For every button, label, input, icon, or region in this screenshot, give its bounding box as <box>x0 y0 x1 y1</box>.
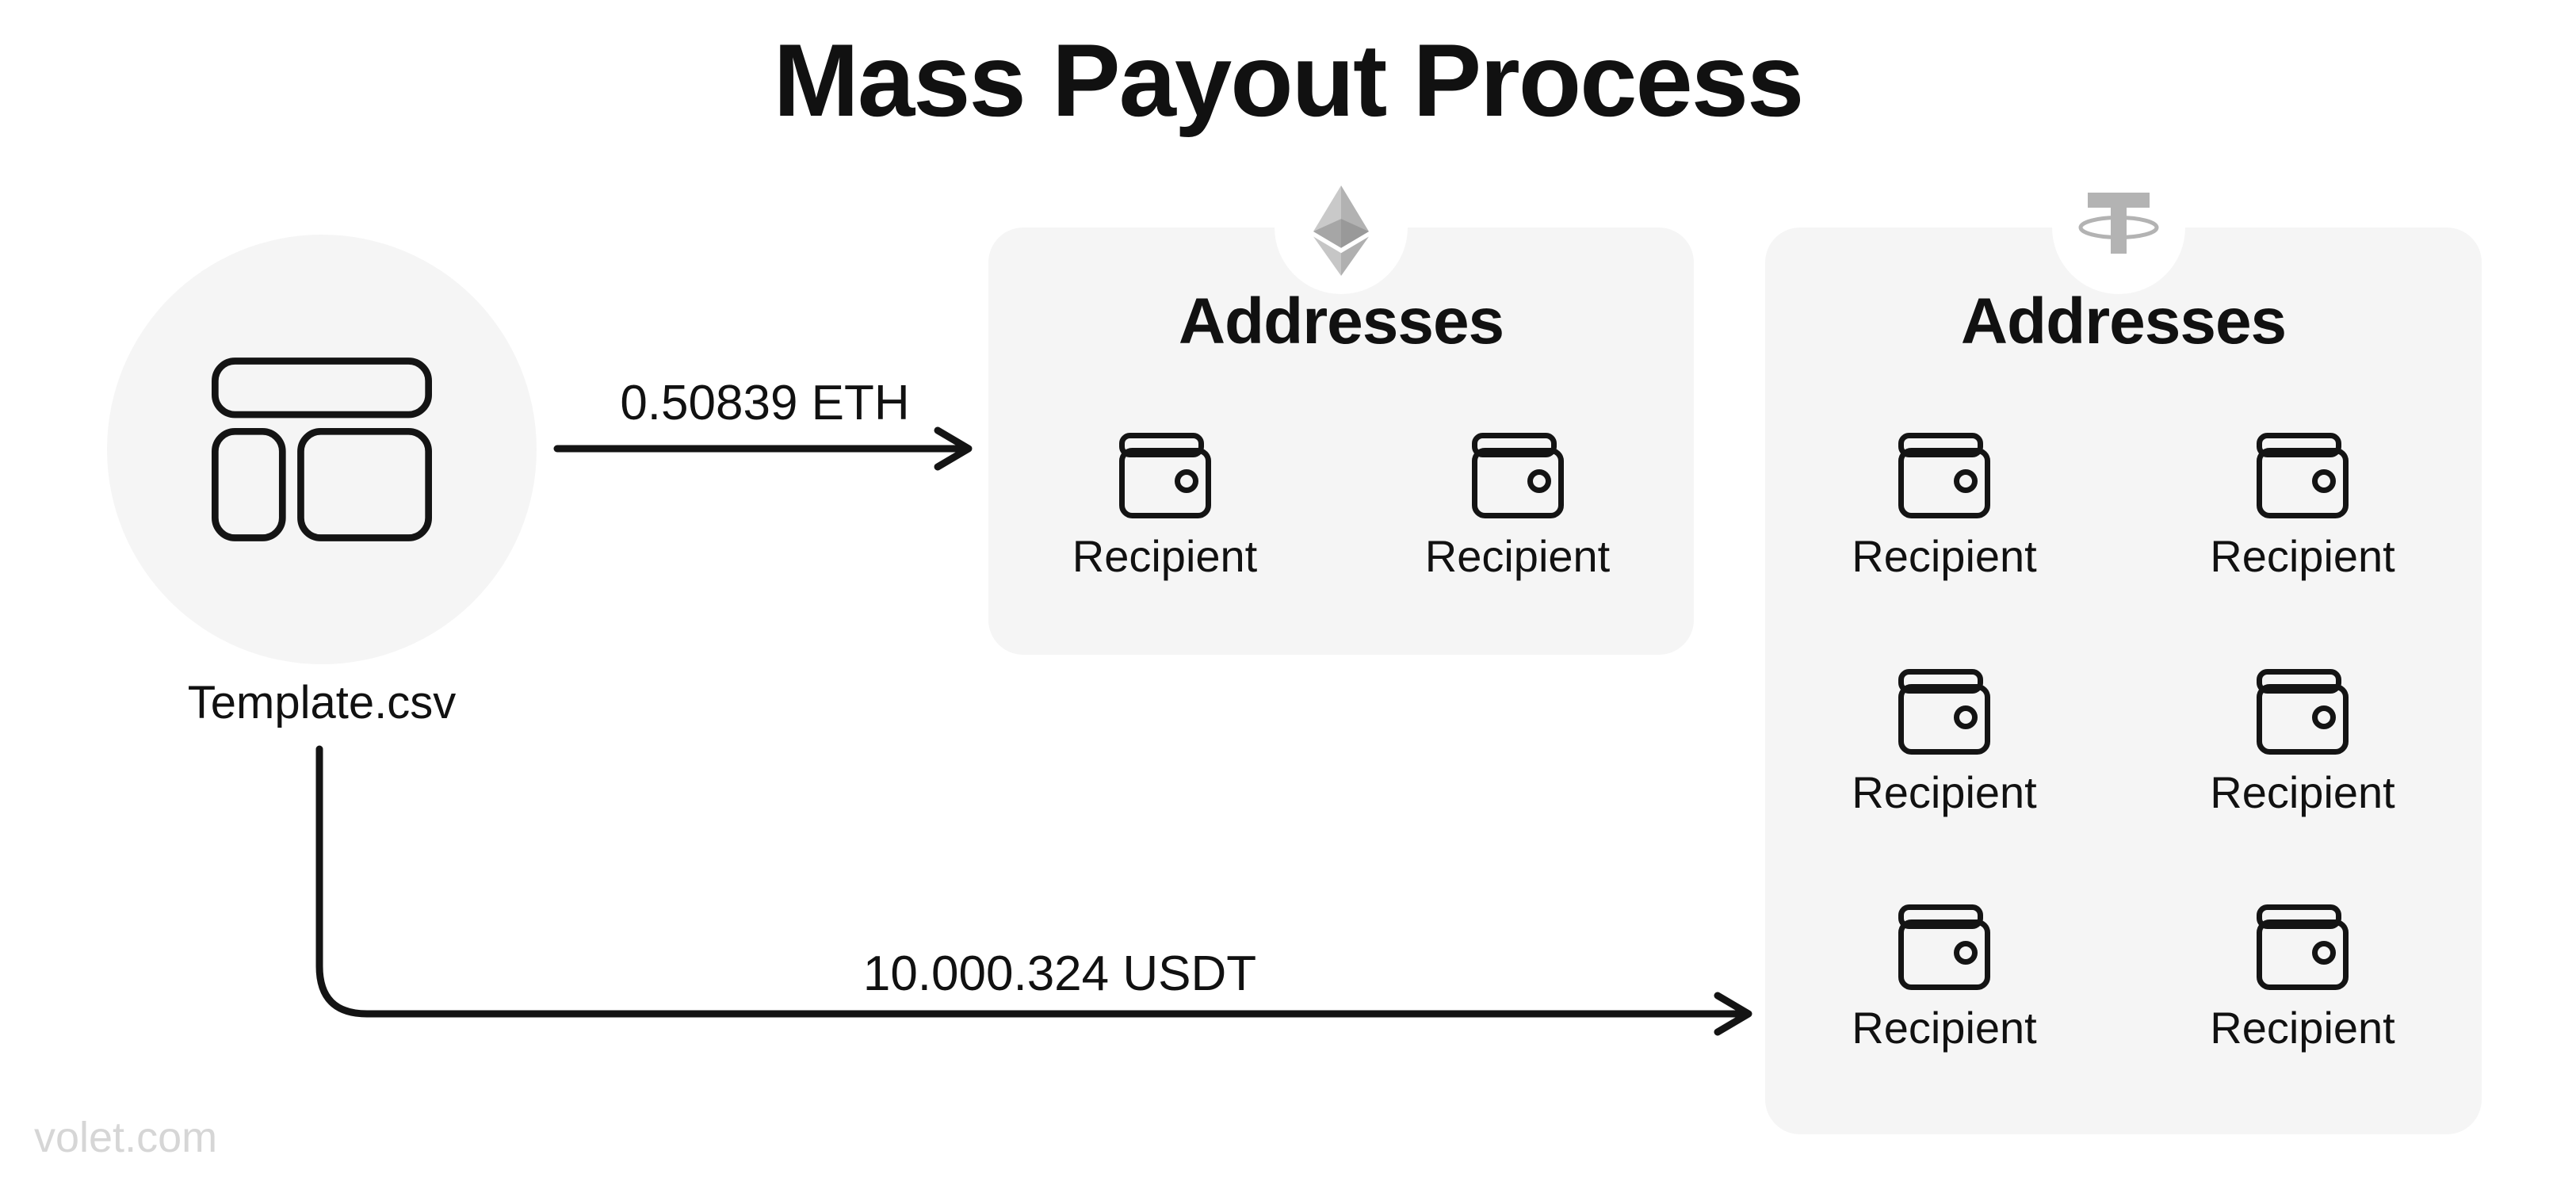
flow-arrow-eth <box>553 426 973 471</box>
recipient-label: Recipient <box>2210 1003 2395 1053</box>
recipient-label: Recipient <box>2210 531 2395 581</box>
usdt-recipient-2: Recipient <box>2210 432 2395 581</box>
eth-recipient-2: Recipient <box>1425 432 1610 581</box>
source-circle <box>107 235 537 664</box>
usdt-recipient-5: Recipient <box>1852 904 2037 1053</box>
usdt-panel-heading: Addresses <box>1960 285 2287 357</box>
usdt-addresses-panel: Addresses Recipient Recipient Recipient … <box>1765 227 2482 1134</box>
recipient-label: Recipient <box>1852 1003 2037 1053</box>
eth-wallet-grid: Recipient Recipient <box>988 432 1694 581</box>
recipient-label: Recipient <box>1424 531 1611 581</box>
wallet-icon <box>1471 432 1565 519</box>
csv-template-icon <box>212 357 432 541</box>
ethereum-icon <box>1313 185 1369 276</box>
eth-panel-heading: Addresses <box>1178 285 1504 357</box>
flow-label-eth: 0.50839 ETH <box>620 376 910 430</box>
wallet-icon <box>1898 668 1991 755</box>
flow-label-usdt: 10.000.324 USDT <box>862 946 1257 1001</box>
eth-recipient-1: Recipient <box>1072 432 1257 581</box>
tether-icon <box>2078 193 2159 254</box>
recipient-label: Recipient <box>1072 531 1258 581</box>
wallet-icon <box>1898 432 1991 519</box>
wallet-icon <box>1118 432 1212 519</box>
usdt-recipient-6: Recipient <box>2210 904 2395 1053</box>
watermark: volet.com <box>34 1114 218 1161</box>
usdt-recipient-4: Recipient <box>2210 668 2395 817</box>
wallet-icon <box>2256 668 2349 755</box>
usdt-recipient-3: Recipient <box>1852 668 2037 817</box>
recipient-label: Recipient <box>1852 767 2037 817</box>
wallet-icon <box>2256 904 2349 991</box>
flow-arrow-usdt <box>315 745 1752 1036</box>
wallet-icon <box>1898 904 1991 991</box>
recipient-label: Recipient <box>2210 767 2395 817</box>
eth-addresses-panel: Addresses Recipient Recipient <box>988 227 1694 655</box>
usdt-recipient-1: Recipient <box>1852 432 2037 581</box>
page-title: Mass Payout Process <box>773 22 1805 138</box>
recipient-label: Recipient <box>1852 531 2037 581</box>
wallet-icon <box>2256 432 2349 519</box>
source-label: Template.csv <box>187 677 457 728</box>
usdt-wallet-grid: Recipient Recipient Recipient Recipient … <box>1765 432 2482 1053</box>
